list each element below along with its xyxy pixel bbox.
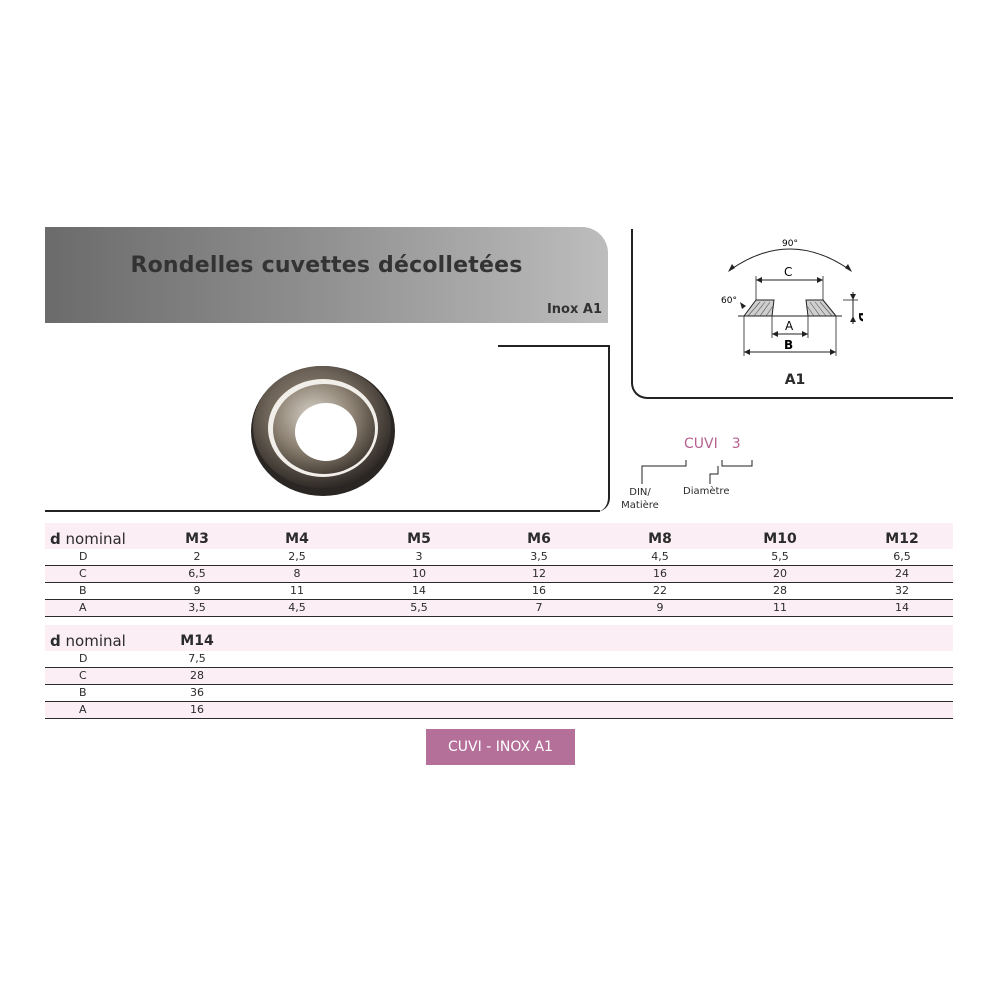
nominal-header: d nominal — [50, 632, 126, 650]
nominal-header: d nominal — [50, 530, 126, 548]
table-cell: 9 — [656, 601, 664, 614]
table-cell: 28 — [773, 584, 787, 597]
row-label: A — [79, 601, 87, 614]
table-cell: 5,5 — [410, 601, 428, 614]
table-cell: 10 — [412, 567, 426, 580]
table-row: B 36 — [45, 685, 953, 702]
angle-side-label: 60° — [721, 296, 737, 306]
table-cell: 6,5 — [188, 567, 206, 580]
row-label: D — [79, 652, 88, 665]
row-label: D — [79, 550, 88, 563]
material-subtitle: Inox A1 — [546, 302, 602, 317]
table-cell: 6,5 — [893, 550, 911, 563]
dim-b-label: B — [784, 338, 793, 352]
table-cell: 14 — [412, 584, 426, 597]
part-code: CUVI 3 — [684, 436, 741, 452]
table-cell: 5,5 — [771, 550, 789, 563]
column-header: M12 — [885, 531, 919, 547]
table-row: B 9 11 14 16 22 28 32 — [45, 583, 953, 600]
column-header: M3 — [185, 531, 209, 547]
column-header: M8 — [648, 531, 672, 547]
table-cell: 16 — [190, 703, 204, 716]
column-header: M5 — [407, 531, 431, 547]
column-header: M6 — [527, 531, 551, 547]
dim-c-label: C — [784, 265, 792, 279]
table-cell: 20 — [773, 567, 787, 580]
table-row: D 2 2,5 3 3,5 4,5 5,5 6,5 — [45, 549, 953, 566]
row-label: A — [79, 703, 87, 716]
table-cell: 36 — [190, 686, 204, 699]
table-cell: 24 — [895, 567, 909, 580]
table-header: d nominal M14 — [45, 625, 953, 651]
row-label: C — [79, 669, 87, 682]
table-cell: 22 — [653, 584, 667, 597]
table-cell: 16 — [532, 584, 546, 597]
table-cell: 2,5 — [288, 550, 306, 563]
dim-a-label: A — [785, 319, 794, 333]
row-label: B — [79, 686, 87, 699]
table-cell: 4,5 — [651, 550, 669, 563]
table-row: C 28 — [45, 668, 953, 685]
table-cell: 7,5 — [188, 652, 206, 665]
table-cell: 14 — [895, 601, 909, 614]
table-row: A 3,5 4,5 5,5 7 9 11 14 — [45, 600, 953, 617]
product-code-badge: CUVI - INOX A1 — [426, 729, 575, 765]
diameter-label: Diamètre — [683, 486, 730, 497]
table-cell: 11 — [773, 601, 787, 614]
table-cell: 12 — [532, 567, 546, 580]
angle-top-label: 90° — [782, 239, 798, 249]
page-title: Rondelles cuvettes décolletées — [130, 253, 523, 278]
column-header: M14 — [180, 633, 214, 649]
table-cell: 11 — [290, 584, 304, 597]
diagram-caption: A1 — [784, 372, 806, 388]
washer-photo — [251, 366, 395, 496]
table-cell: 9 — [193, 584, 201, 597]
table-cell: 28 — [190, 669, 204, 682]
dimension-table-1: d nominal M3 M4 M5 M6 M8 M10 M12 D 2 2,5 3 3,5 4,5 5… — [45, 523, 953, 617]
table-header: d nominal M3 M4 M5 M6 M8 M10 M12 — [45, 523, 953, 549]
table-cell: 8 — [293, 567, 301, 580]
table-cell: 7 — [535, 601, 543, 614]
dim-d-label: D — [856, 312, 863, 322]
table-row: C 6,5 8 10 12 16 20 24 — [45, 566, 953, 583]
table-cell: 3 — [415, 550, 423, 563]
diagram-frame — [631, 229, 953, 399]
column-header: M4 — [285, 531, 309, 547]
photo-frame — [498, 345, 610, 512]
title-banner: Rondelles cuvettes décolletées Inox A1 — [45, 227, 608, 323]
table-cell: 3,5 — [188, 601, 206, 614]
row-label: B — [79, 584, 87, 597]
photo-frame-divider — [45, 510, 600, 512]
table-cell: 32 — [895, 584, 909, 597]
table-row: A 16 — [45, 702, 953, 719]
table-cell: 3,5 — [530, 550, 548, 563]
table-cell: 4,5 — [288, 601, 306, 614]
part-code-size: 3 — [731, 436, 741, 452]
table-cell: 16 — [653, 567, 667, 580]
table-cell: 2 — [193, 550, 201, 563]
washer-section-diagram: 90° C 60° D A B — [721, 239, 863, 356]
part-code-prefix: CUVI — [684, 436, 718, 452]
part-code-leader-lines — [641, 460, 753, 484]
table-row: D 7,5 — [45, 651, 953, 668]
din-material-label: DIN/ Matière — [621, 487, 659, 511]
row-label: C — [79, 567, 87, 580]
column-header: M10 — [763, 531, 797, 547]
